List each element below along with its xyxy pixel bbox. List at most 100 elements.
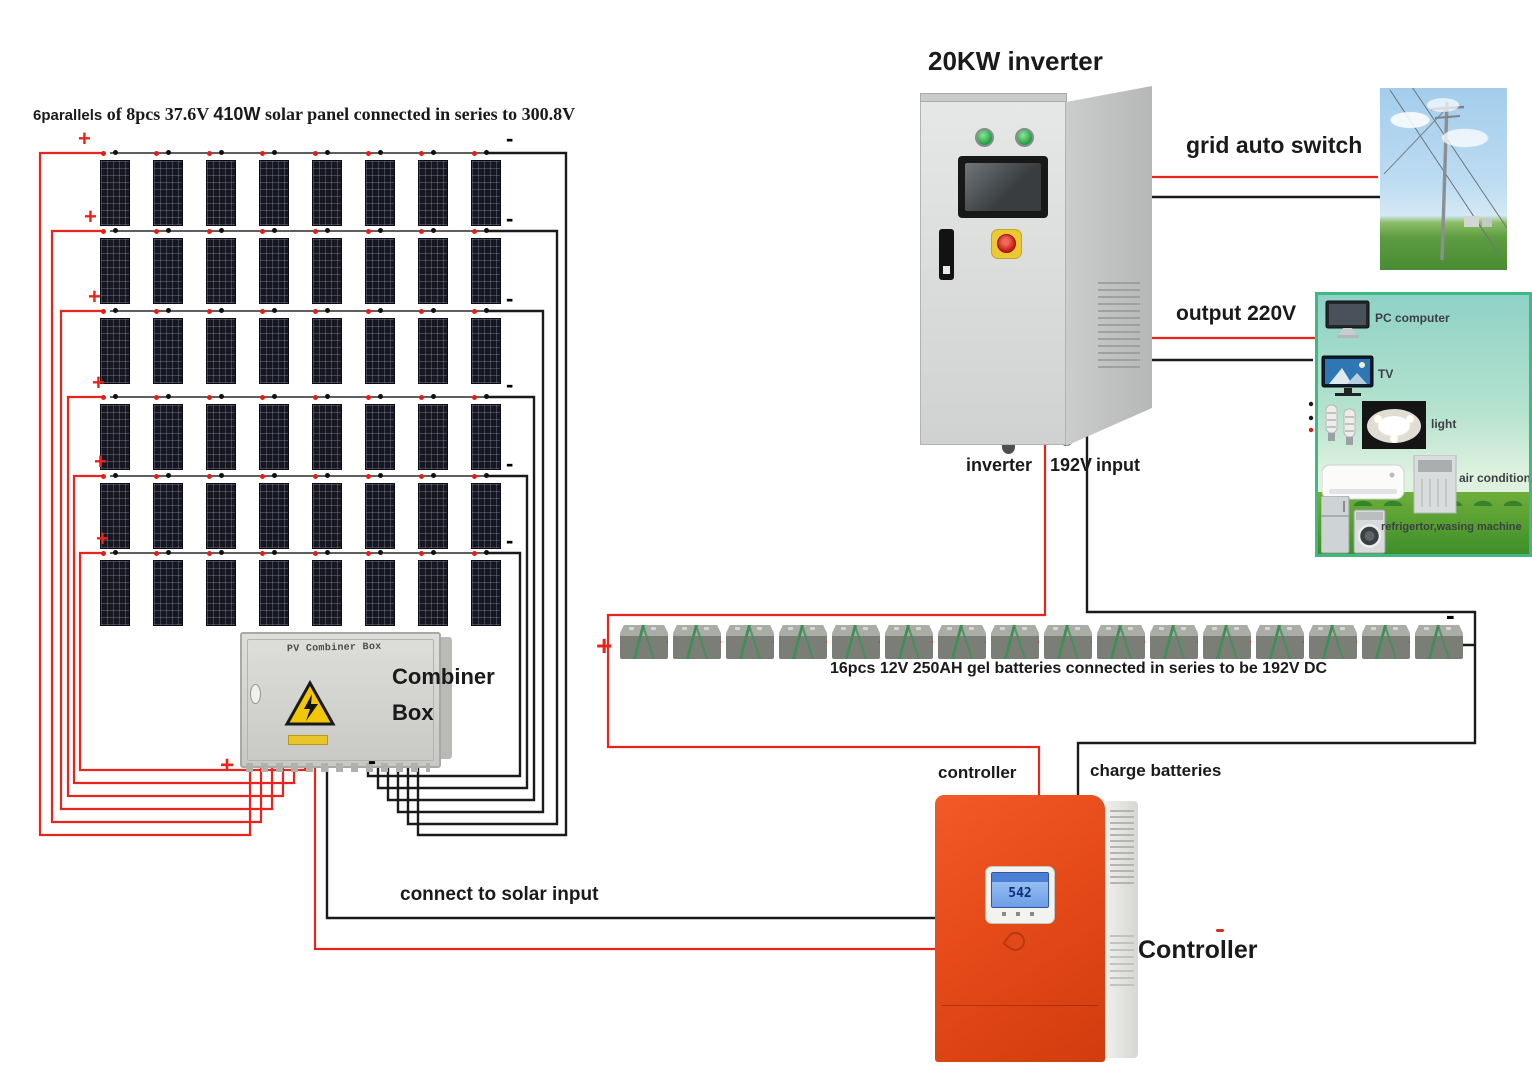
solar-panel [312,150,342,226]
battery-caption: 16pcs 12V 250AH gel batteries connected … [830,660,1328,677]
solar-panel [418,228,448,304]
battery-series-connector: + [878,634,886,649]
solar-panel [312,473,342,549]
battery: + [620,625,668,659]
appliance-label: PC computer [1375,311,1450,325]
battery-series-connector: + [1090,634,1098,649]
battery-series-connector: + [1355,634,1363,649]
controller-wire-label: controller [938,763,1017,782]
controller-lcd-screen: 542 [991,872,1049,908]
combiner-plus-marker: + [220,752,235,779]
battery [1415,625,1463,659]
solar-panel [259,228,289,304]
string-minus-marker: - [506,451,514,476]
string-minus-marker: - [506,126,514,151]
solar-panel [471,150,501,226]
solar-panel [365,550,395,626]
battery-series-connector: + [1037,634,1045,649]
string-minus-marker: - [506,372,514,397]
battery-series-connector: + [1143,634,1151,649]
solar-panel-row [100,150,505,226]
battery: + [779,625,827,659]
battery-series-connector: + [1408,634,1416,649]
red-tick-mark [1216,929,1224,932]
solar-panel [471,308,501,384]
combiner-box-label-line2: Box [392,700,434,725]
solar-panel [418,550,448,626]
annotation-serif2: solar panel connected in series to 300.8… [260,104,576,124]
warning-label-strip [288,735,328,745]
tv-icon [1321,355,1375,406]
solar-panel [259,150,289,226]
battery-bank: +++++++++++++++ [620,625,1470,661]
inverter-input-label-left: inverter [966,455,1033,475]
battery: + [991,625,1039,659]
solar-panel-row [100,394,505,470]
combiner-box-handle [250,684,261,704]
solar-panel-row [100,550,505,626]
solar-panel [153,150,183,226]
battery: + [938,625,986,659]
battery-plus-marker: + [596,630,613,661]
battery-series-connector: + [1302,634,1310,649]
solar-panel [100,394,130,470]
appliance-label: refrigertor,wasing machine [1381,521,1522,533]
inverter-input-label-mid: 192V [1050,455,1093,475]
controller-vent-grille [1110,935,1134,987]
solar-panel-row [100,308,505,384]
output-220v-label: output 220V [1176,302,1297,325]
emergency-stop-button [991,229,1022,259]
combiner-minus-marker: - [368,748,376,775]
air-conditioner-icon [1321,454,1462,520]
warning-triangle-icon [284,680,336,726]
charge-batteries-wire-label: charge batteries [1090,761,1222,780]
controller-buttons [1002,912,1038,916]
connect-to-solar-input-label: connect to solar input [400,884,599,905]
inverter-display-screen [958,156,1048,218]
solar-panel [365,394,395,470]
solar-panel [206,473,236,549]
solar-panel [100,550,130,626]
solar-panel [471,550,501,626]
battery: + [1362,625,1410,659]
combiner-box-device [240,632,441,768]
appliance-panel: PC computer TV [1315,292,1532,557]
battery: + [832,625,880,659]
solar-panel [153,308,183,384]
power-grid-photo [1380,88,1507,270]
solar-panel [153,228,183,304]
solar-panel [259,394,289,470]
annotation-parallels: 6parallels [33,107,103,124]
string-plus-marker: + [78,126,91,151]
solar-panel [418,308,448,384]
controller-vent-grille [1110,810,1134,888]
controller-name-label: Controller [1138,936,1258,964]
solar-panel [418,473,448,549]
battery: + [1256,625,1304,659]
solar-panel [206,228,236,304]
solar-panel-row [100,473,505,549]
battery-series-connector: + [825,634,833,649]
string-plus-marker: + [88,284,101,309]
string-minus-marker: - [506,206,514,231]
solar-panel [259,550,289,626]
solar-panel [312,394,342,470]
string-plus-marker: + [84,204,97,229]
solar-panel [312,308,342,384]
controller-screen-value: 542 [1008,886,1032,901]
string-minus-marker: - [506,286,514,311]
solar-panel [206,550,236,626]
solar-panel [365,308,395,384]
solar-panel [312,228,342,304]
solar-panel [100,228,130,304]
solar-panel [153,473,183,549]
battery: + [673,625,721,659]
solar-panel [206,308,236,384]
solar-panel [206,394,236,470]
fridge-washer-icon [1320,495,1387,554]
appliance-label: air condition [1459,471,1531,485]
solar-panel [471,473,501,549]
solar-panel [418,394,448,470]
